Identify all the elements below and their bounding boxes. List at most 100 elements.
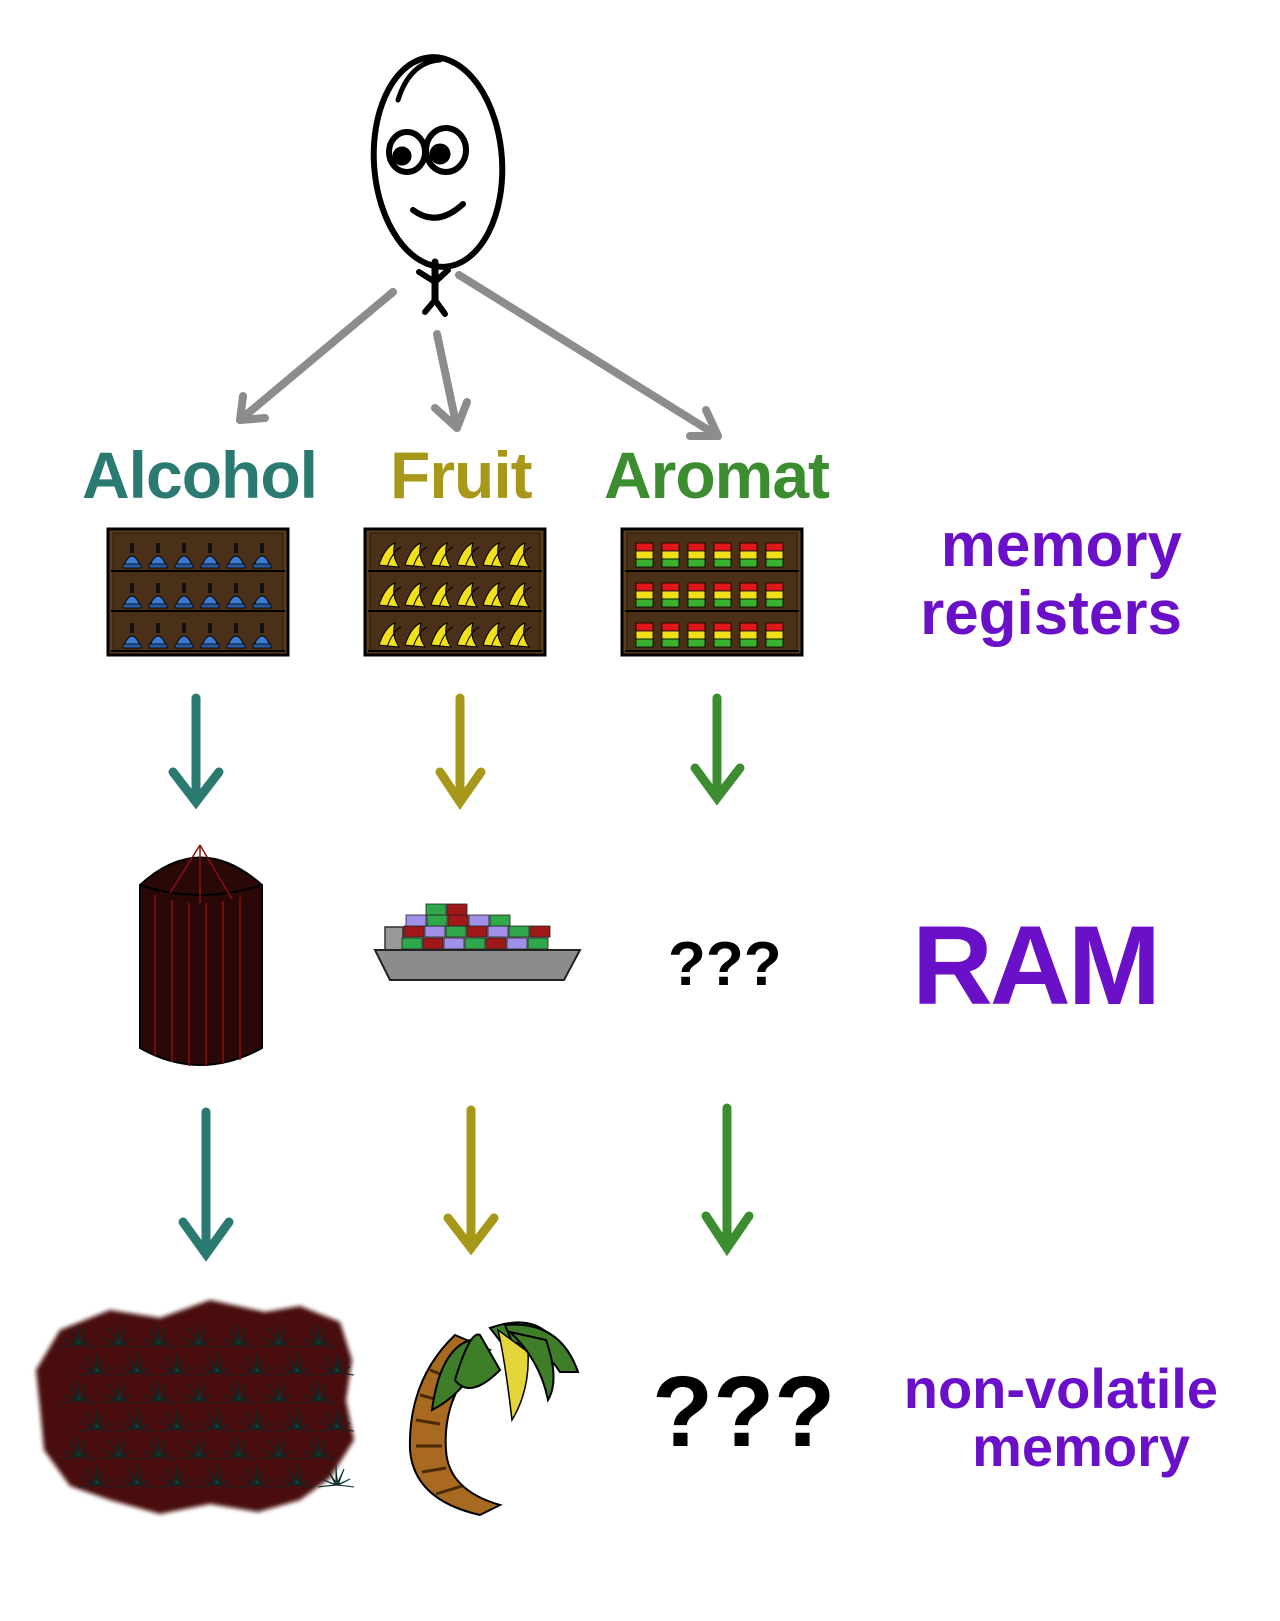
jar-icon <box>713 542 732 568</box>
agave-icon <box>219 1436 257 1460</box>
down-arrow-aromat-2 <box>701 1103 754 1257</box>
category-label-aromat: Aromat <box>604 438 830 512</box>
container-icon <box>527 937 549 950</box>
container-icon <box>468 914 490 927</box>
jar-icon <box>635 542 654 568</box>
agave-icon <box>139 1380 177 1404</box>
agave-icon <box>139 1436 177 1460</box>
pointer-arrow-aromat <box>455 271 722 440</box>
bottle-icon <box>122 583 142 609</box>
container-icon <box>401 937 423 950</box>
pointer-arrow-alcohol <box>236 288 397 424</box>
container-icon <box>405 914 427 927</box>
banana-icon <box>456 622 480 648</box>
jar-icon <box>661 582 680 608</box>
banana-icon <box>508 542 532 568</box>
banana-icon <box>482 622 506 648</box>
level-label-registers-line1: memory <box>940 511 1182 580</box>
container-icon <box>489 914 511 927</box>
container-icon <box>508 925 530 938</box>
level-label-ram: RAM <box>911 903 1161 1028</box>
pointer-arrow-fruit <box>431 330 471 432</box>
banana-icon <box>378 622 402 648</box>
agave-icon <box>237 1408 275 1432</box>
banana-icon <box>430 542 454 568</box>
jar-icon <box>661 622 680 648</box>
container-icon <box>506 937 528 950</box>
jar-icon <box>635 622 654 648</box>
unknown-ram-aromat: ??? <box>668 930 782 999</box>
agave-icon <box>299 1380 337 1404</box>
down-arrow-aromat-1 <box>690 693 745 806</box>
agave-icon <box>219 1380 257 1404</box>
jar-icon <box>765 622 784 648</box>
container-icon <box>425 903 447 916</box>
category-label-alcohol: Alcohol <box>82 438 318 512</box>
agave-icon <box>299 1436 337 1460</box>
agave-icon <box>157 1464 195 1488</box>
agave-field-icon <box>36 1300 355 1514</box>
bottle-icon <box>148 623 168 649</box>
jar-icon <box>687 622 706 648</box>
jar-icon <box>687 582 706 608</box>
jar-icon <box>713 622 732 648</box>
agave-icon <box>317 1408 355 1432</box>
agave-icon <box>259 1324 297 1348</box>
agave-icon <box>157 1352 195 1376</box>
banana-icon <box>508 582 532 608</box>
bottle-icon <box>174 583 194 609</box>
agave-icon <box>77 1408 115 1432</box>
agave-icon <box>277 1408 315 1432</box>
down-arrow-alcohol-1 <box>168 693 224 810</box>
bottle-icon <box>252 543 272 569</box>
jar-icon <box>765 582 784 608</box>
agave-icon <box>99 1380 137 1404</box>
container-icon <box>464 937 486 950</box>
agave-icon <box>179 1380 217 1404</box>
agave-icon <box>237 1352 275 1376</box>
agave-icon <box>197 1464 235 1488</box>
jar-icon <box>661 542 680 568</box>
banana-icon <box>404 582 428 608</box>
banana-icon <box>404 622 428 648</box>
banana-icon <box>378 582 402 608</box>
banana-icon <box>430 622 454 648</box>
bottle-icon <box>174 543 194 569</box>
category-label-fruit: Fruit <box>390 438 533 512</box>
container-icon <box>445 925 467 938</box>
container-icon <box>487 925 509 938</box>
cargo-ship-icon <box>373 903 582 981</box>
agave-icon <box>179 1324 217 1348</box>
level-label-registers-line2: registers <box>920 579 1182 648</box>
agave-icon <box>99 1436 137 1460</box>
agave-icon <box>77 1352 115 1376</box>
banana-icon <box>378 542 402 568</box>
agave-icon <box>157 1408 195 1432</box>
bottle-icon <box>200 543 220 569</box>
jar-icon <box>739 622 758 648</box>
agave-icon <box>59 1324 97 1348</box>
down-arrow-fruit-1 <box>435 693 486 810</box>
pointer-arrows <box>236 271 722 440</box>
bottle-icon <box>252 583 272 609</box>
agave-icon <box>299 1324 337 1348</box>
level-label-nonvolatile-line2: memory <box>972 1415 1190 1478</box>
agave-icon <box>197 1352 235 1376</box>
bottle-icon <box>148 583 168 609</box>
container-icon <box>485 937 507 950</box>
jar-icon <box>687 542 706 568</box>
banana-icon <box>508 622 532 648</box>
banana-palm-icon <box>408 1321 580 1517</box>
bottle-icon <box>200 583 220 609</box>
bottle-shelf-icon <box>106 527 290 657</box>
container-icon <box>422 937 444 950</box>
banana-icon <box>456 582 480 608</box>
agave-icon <box>237 1464 275 1488</box>
jar-icon <box>635 582 654 608</box>
banana-icon <box>456 542 480 568</box>
level-label-registers: memory registers <box>900 512 1182 648</box>
agave-icon <box>197 1408 235 1432</box>
agave-icon <box>117 1352 155 1376</box>
